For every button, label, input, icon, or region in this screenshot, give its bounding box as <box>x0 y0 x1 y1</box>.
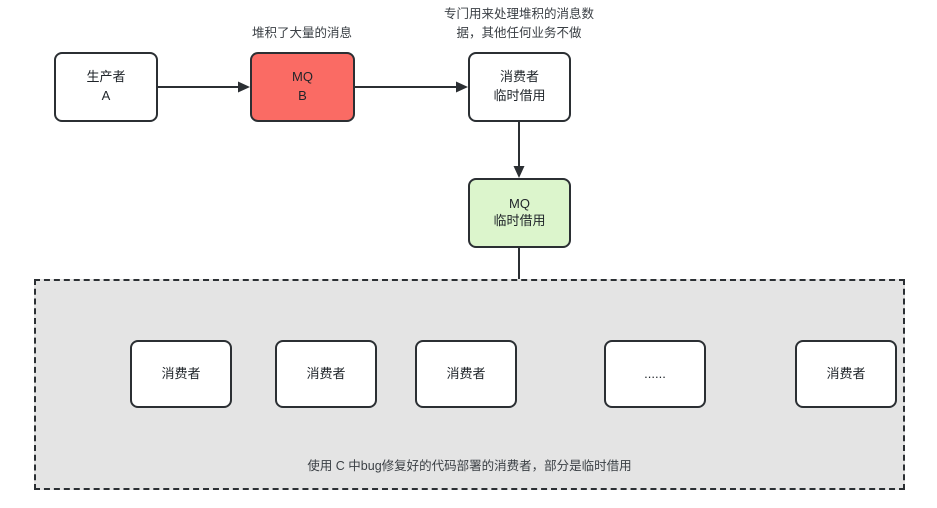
node-mq-b-line2: B <box>298 88 307 103</box>
annotation-consumer-temp-note: 专门用来处理堆积的消息数 据，其他任何业务不做 <box>443 7 594 40</box>
node-mq-b[interactable]: MQ B <box>250 52 355 122</box>
node-producer-a-line2: A <box>101 88 111 103</box>
node-mq-temp-line1: MQ <box>509 196 530 212</box>
node-mq-b-line1: MQ <box>292 69 313 85</box>
consumer-box-5-label: 消费者 <box>826 365 866 381</box>
node-consumer-temp-line2: 临时借用 <box>493 88 546 103</box>
annotation-mq-b-note: 堆积了大量的消息 <box>251 26 352 40</box>
consumer-box-1[interactable]: 消费者 <box>130 340 232 408</box>
edge-producer-to-mqb <box>158 81 250 93</box>
consumer-box-2[interactable]: 消费者 <box>275 340 377 408</box>
consumer-group-caption: 使用 C 中bug修复好的代码部署的消费者，部分是临时借用 <box>307 459 632 473</box>
node-consumer-temp[interactable]: 消费者 临时借用 <box>468 52 571 122</box>
node-producer-a-line1: 生产者 <box>86 69 126 85</box>
consumer-box-2-label: 消费者 <box>306 365 346 381</box>
edge-mqb-to-consumer-temp <box>355 81 468 93</box>
consumer-box-1-label: 消费者 <box>161 365 201 381</box>
consumer-box-3[interactable]: 消费者 <box>415 340 517 408</box>
node-producer-a[interactable]: 生产者 A <box>54 52 158 122</box>
consumer-box-5[interactable]: 消费者 <box>795 340 897 408</box>
node-mq-temp-line2: 临时借用 <box>493 213 546 228</box>
edge-consumer-temp-to-mq-temp <box>513 122 525 178</box>
node-consumer-temp-line1: 消费者 <box>499 69 539 85</box>
consumer-box-4-ellipsis[interactable]: ...... <box>604 340 706 408</box>
consumer-box-3-label: 消费者 <box>446 365 486 381</box>
node-mq-temp[interactable]: MQ 临时借用 <box>468 178 571 248</box>
consumer-box-4-label: ...... <box>644 365 666 381</box>
